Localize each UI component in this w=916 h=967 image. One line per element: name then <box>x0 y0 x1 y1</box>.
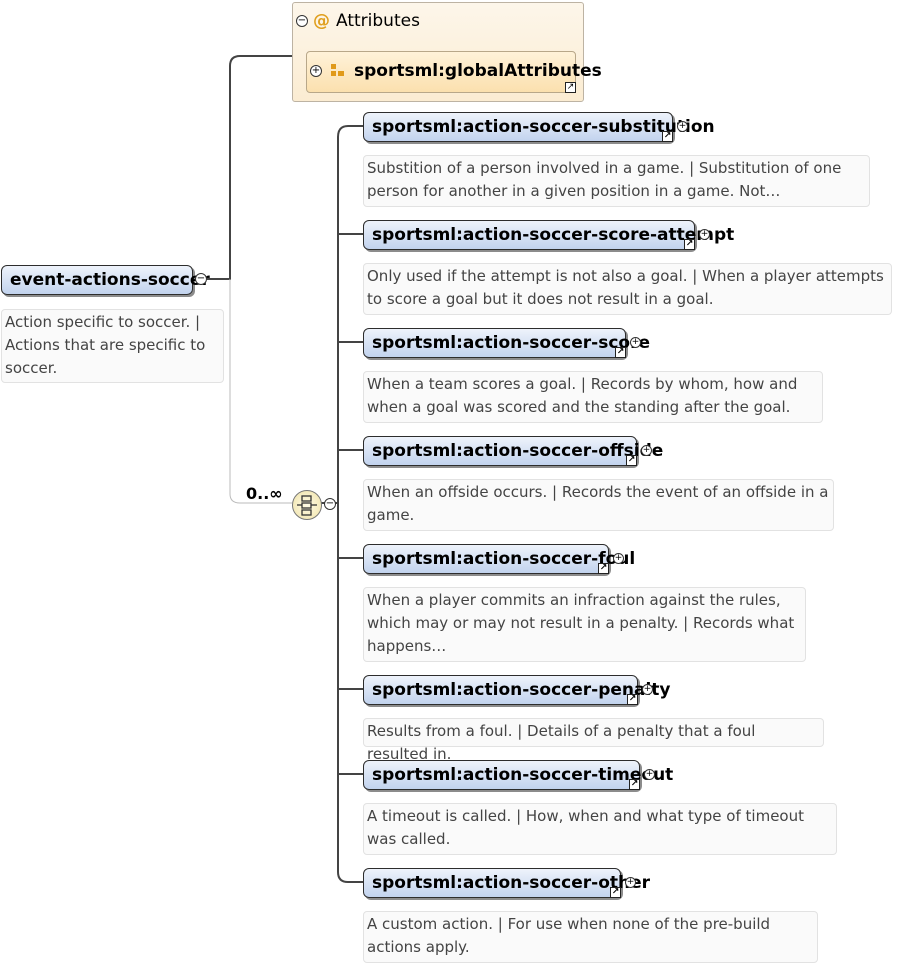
reference-arrow-icon[interactable]: ↗ <box>610 887 621 898</box>
child-element-label: sportsml:action-soccer-substitution <box>372 117 715 137</box>
child-annotation: Substition of a person involved in a gam… <box>363 155 870 207</box>
sequence-compositor-icon[interactable] <box>292 490 322 520</box>
attributes-box: − @ Attributes + sportsml:globalAttribute… <box>292 2 602 102</box>
child-element-label: sportsml:action-soccer-timeout <box>372 765 674 785</box>
root-element-node[interactable]: event-actions-soccer <box>1 265 210 295</box>
expand-attribute-group-toggle[interactable]: + <box>310 65 322 77</box>
collapse-root-toggle[interactable]: − <box>195 273 207 285</box>
child-annotation: A custom action. | For use when none of … <box>363 911 818 963</box>
at-sign-icon: @ <box>313 11 330 31</box>
child-annotation: A timeout is called. | How, when and wha… <box>363 803 837 855</box>
expand-toggle[interactable]: + <box>625 877 636 888</box>
child-element-node[interactable]: sportsml:action-soccer-substitution ↗ <box>363 112 715 142</box>
expand-toggle[interactable]: + <box>677 121 688 132</box>
child-element-node[interactable]: sportsml:action-soccer-foul ↗ <box>363 544 635 574</box>
child-element-node[interactable]: sportsml:action-soccer-offside ↗ <box>363 436 663 466</box>
reference-arrow-icon[interactable]: ↗ <box>627 694 638 705</box>
reference-arrow-icon[interactable]: ↗ <box>598 563 609 574</box>
attributes-title: Attributes <box>336 11 420 31</box>
attribute-group-label: sportsml:globalAttributes <box>354 61 602 81</box>
reference-arrow-icon[interactable]: ↗ <box>662 131 673 142</box>
sequence-icon <box>297 495 317 516</box>
attribute-group-icon <box>331 64 345 78</box>
child-element-label: sportsml:action-soccer-score <box>372 333 650 353</box>
root-element-label: event-actions-soccer <box>10 270 210 290</box>
reference-arrow-icon[interactable]: ↗ <box>626 455 637 466</box>
attributes-header: @ Attributes <box>313 11 420 31</box>
root-annotation: Action specific to soccer. | Actions tha… <box>1 309 224 383</box>
reference-arrow-icon[interactable]: ↗ <box>684 239 695 250</box>
reference-arrow-icon[interactable]: ↗ <box>615 347 626 358</box>
expand-toggle[interactable]: + <box>644 769 655 780</box>
expand-toggle[interactable]: + <box>641 445 652 456</box>
collapse-sequence-toggle[interactable]: − <box>324 498 336 510</box>
child-element-label: sportsml:action-soccer-penalty <box>372 680 671 700</box>
child-element-label: sportsml:action-soccer-foul <box>372 549 636 569</box>
child-element-node[interactable]: sportsml:action-soccer-penalty ↗ <box>363 675 671 705</box>
reference-arrow-icon[interactable]: ↗ <box>629 779 640 790</box>
child-annotation: Only used if the attempt is not also a g… <box>363 263 892 315</box>
child-element-node[interactable]: sportsml:action-soccer-other ↗ <box>363 868 650 898</box>
child-element-label: sportsml:action-soccer-score-attempt <box>372 225 735 245</box>
expand-toggle[interactable]: + <box>630 337 641 348</box>
child-element-node[interactable]: sportsml:action-soccer-score ↗ <box>363 328 650 358</box>
expand-toggle[interactable]: + <box>642 684 653 695</box>
child-annotation: When a player commits an infraction agai… <box>363 587 806 662</box>
child-annotation: When a team scores a goal. | Records by … <box>363 371 823 423</box>
collapse-attributes-toggle[interactable]: − <box>296 15 308 27</box>
child-element-node[interactable]: sportsml:action-soccer-timeout ↗ <box>363 760 673 790</box>
reference-arrow-icon[interactable]: ↗ <box>565 82 576 93</box>
expand-toggle[interactable]: + <box>613 553 624 564</box>
child-element-node[interactable]: sportsml:action-soccer-score-attempt ↗ <box>363 220 734 250</box>
child-element-label: sportsml:action-soccer-offside <box>372 441 664 461</box>
child-element-label: sportsml:action-soccer-other <box>372 873 651 893</box>
expand-toggle[interactable]: + <box>699 229 710 240</box>
attribute-group[interactable]: + sportsml:globalAttributes ↗ <box>306 51 602 93</box>
sequence-cardinality: 0..∞ <box>246 484 283 503</box>
child-annotation: Results from a foul. | Details of a pena… <box>363 718 824 763</box>
child-annotation: When an offside occurs. | Records the ev… <box>363 479 834 531</box>
